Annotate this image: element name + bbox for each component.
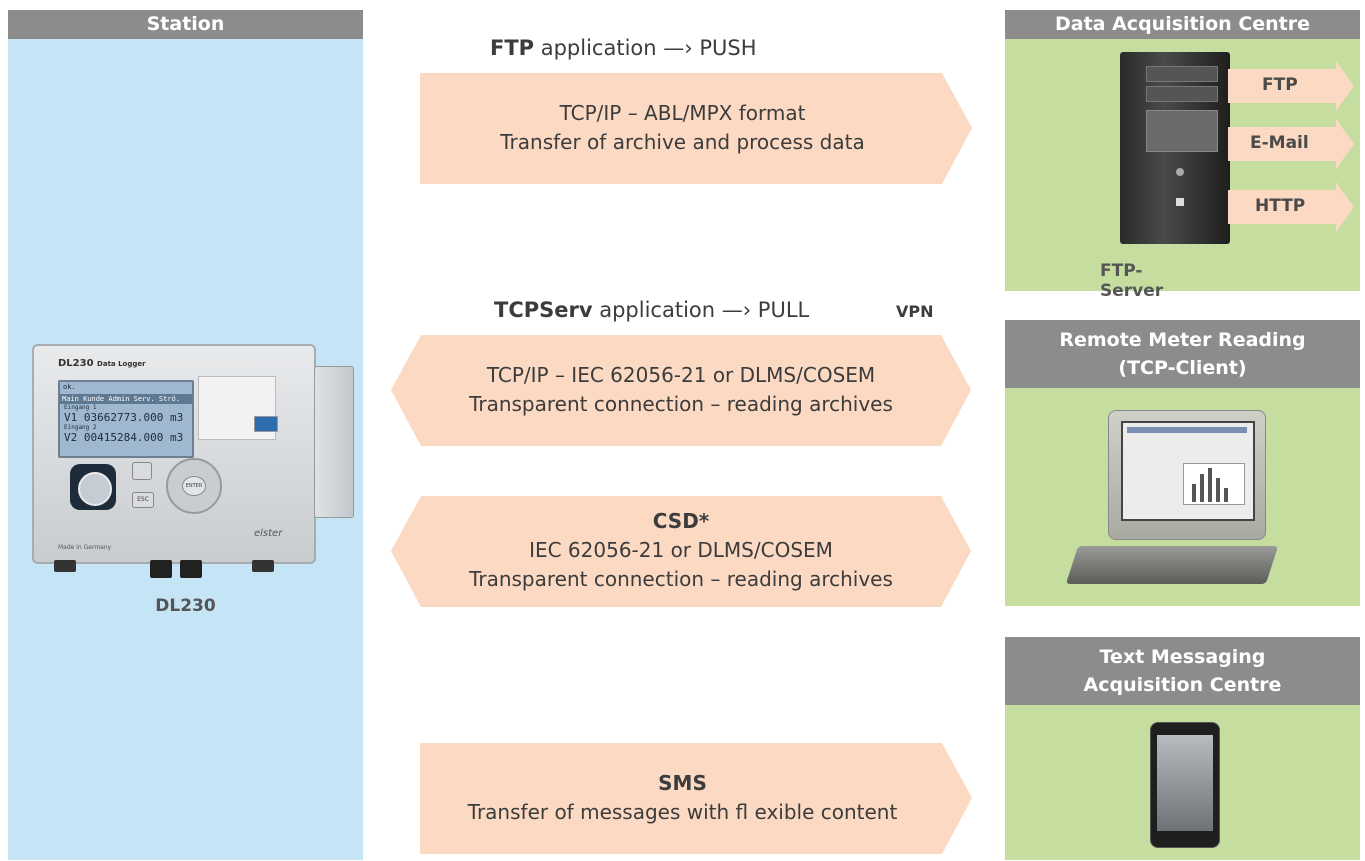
lcd-status: ok. bbox=[63, 383, 76, 391]
tcpserv-title-rest: application —› PULL bbox=[592, 298, 810, 322]
device-lcd: ok. Main Kunde Admin Serv. Strö. Eingang… bbox=[58, 380, 194, 458]
device-brand: DL230 bbox=[58, 358, 94, 369]
keyboard-image bbox=[1065, 546, 1279, 584]
sms-title: SMS bbox=[658, 771, 707, 795]
email-output-label: E-Mail bbox=[1250, 133, 1309, 153]
remote-meter-header-line1: Remote Meter Reading bbox=[1059, 329, 1306, 351]
lcd-input1-label: Eingang 1 bbox=[64, 404, 97, 411]
smartphone-image bbox=[1150, 722, 1220, 848]
optical-port-icon bbox=[70, 464, 116, 510]
csd-line1: IEC 62056-21 or DLMS/COSEM bbox=[529, 538, 833, 562]
dl230-device-image: DL230 Data Logger ok. Main Kunde Admin S… bbox=[32, 344, 354, 578]
device-small-button bbox=[132, 462, 152, 480]
enter-button: ENTER bbox=[182, 476, 206, 496]
lcd-tabs: Main Kunde Admin Serv. Strö. bbox=[60, 394, 192, 404]
csd-arrow-text: CSD* IEC 62056-21 or DLMS/COSEM Transpar… bbox=[421, 507, 941, 594]
ftp-flow-title: FTP application —› PUSH bbox=[490, 36, 756, 60]
sms-arrow bbox=[420, 743, 972, 854]
ftp-arrow-text: TCP/IP – ABL/MPX format Transfer of arch… bbox=[420, 99, 945, 157]
tcpserv-flow-title: TCPServ application —› PULL bbox=[494, 298, 809, 322]
ftp-output-arrow bbox=[1228, 61, 1354, 111]
text-messaging-header-line2: Acquisition Centre bbox=[1083, 674, 1282, 696]
tcpserv-line1: TCP/IP – IEC 62056-21 or DLMS/COSEM bbox=[486, 363, 876, 387]
ftp-server-caption: FTP-Server bbox=[1100, 261, 1164, 301]
remote-meter-header-line2: (TCP-Client) bbox=[1118, 357, 1247, 379]
tcpserv-arrow-text: TCP/IP – IEC 62056-21 or DLMS/COSEM Tran… bbox=[421, 361, 941, 419]
http-output-arrow bbox=[1228, 182, 1354, 232]
crt-computer-image bbox=[1108, 410, 1266, 540]
cable-gland bbox=[180, 560, 202, 578]
ftp-line2: Transfer of archive and process data bbox=[500, 130, 865, 154]
device-side-module bbox=[314, 366, 354, 518]
cable-gland bbox=[252, 560, 274, 572]
csd-arrow bbox=[391, 496, 971, 607]
navigation-pad: ENTER bbox=[166, 458, 222, 514]
station-device-caption: DL230 bbox=[155, 596, 216, 616]
vpn-label: VPN bbox=[896, 302, 934, 321]
text-messaging-header-line1: Text Messaging bbox=[1099, 646, 1266, 668]
ftp-title-rest: application —› PUSH bbox=[534, 36, 757, 60]
tower-pc-image bbox=[1120, 52, 1230, 244]
data-acquisition-header: Data Acquisition Centre bbox=[1005, 10, 1360, 39]
lcd-input2-value: V2 00415284.000 m3 bbox=[64, 431, 184, 444]
csd-line2: Transparent connection – reading archive… bbox=[469, 567, 893, 591]
cable-gland bbox=[54, 560, 76, 572]
device-brand-sub: Data Logger bbox=[97, 360, 146, 368]
lcd-input1-value: V1 03662773.000 m3 bbox=[64, 411, 184, 424]
tcpserv-title-bold: TCPServ bbox=[494, 298, 593, 322]
ftp-output-label: FTP bbox=[1262, 75, 1298, 95]
csd-title: CSD* bbox=[652, 509, 710, 533]
sms-line1: Transfer of messages with fl exible cont… bbox=[467, 800, 898, 824]
device-maker-logo: elster bbox=[254, 528, 283, 539]
lcd-input2-label: Eingang 2 bbox=[64, 424, 97, 431]
remote-meter-header: Remote Meter Reading (TCP-Client) bbox=[1005, 320, 1360, 388]
http-output-label: HTTP bbox=[1255, 196, 1306, 216]
text-messaging-header: Text Messaging Acquisition Centre bbox=[1005, 637, 1360, 705]
sms-arrow-text: SMS Transfer of messages with fl exible … bbox=[420, 769, 945, 827]
tcpserv-line2: Transparent connection – reading archive… bbox=[469, 392, 893, 416]
ftp-line1: TCP/IP – ABL/MPX format bbox=[559, 101, 806, 125]
ftp-title-bold: FTP bbox=[490, 36, 535, 60]
device-logo-plate bbox=[254, 416, 278, 432]
esc-button: ESC bbox=[132, 492, 154, 508]
cable-gland bbox=[150, 560, 172, 578]
tcpserv-pull-arrow bbox=[391, 335, 971, 446]
station-header: Station bbox=[8, 10, 363, 39]
email-output-arrow bbox=[1228, 119, 1354, 169]
ftp-push-arrow bbox=[420, 73, 972, 184]
device-made-in: Made in Germany bbox=[58, 544, 112, 551]
